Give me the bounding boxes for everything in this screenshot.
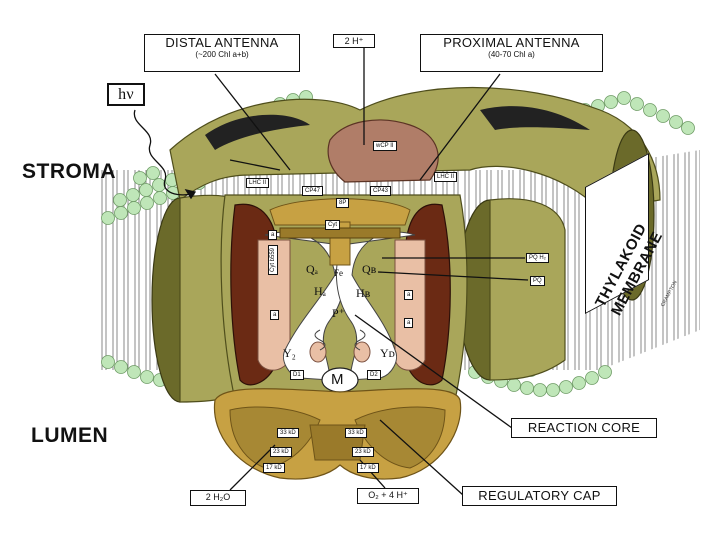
callout-lines — [214, 48, 529, 496]
water-text: 2 H₂O — [205, 492, 231, 502]
distal-leader-2 — [229, 159, 281, 171]
small-a-label: a — [268, 230, 278, 240]
ha-label: Hₐ — [314, 284, 326, 298]
qa-qb-bar — [279, 227, 401, 239]
distal-antenna-title: DISTAL ANTENNA — [165, 35, 279, 50]
yd-tyrosine — [353, 341, 371, 363]
top-proton-text: 2 H⁺ — [344, 36, 364, 46]
pqh2-label: PQ H₂ — [526, 253, 549, 263]
lumen-label: LUMEN — [31, 424, 109, 447]
distal-antenna-callout: DISTAL ANTENNA (~200 Chl a+b) — [144, 34, 300, 72]
small-d-label: a — [404, 318, 414, 328]
small-c-label: a — [404, 290, 414, 300]
distal-leader — [214, 73, 291, 171]
bp-label: 8P — [336, 198, 350, 208]
lhc2-right-label: LHC II — [434, 172, 458, 182]
proximal-leader — [419, 73, 501, 181]
lhc2-left-label: LHC II — [246, 178, 270, 188]
proximal-antenna — [327, 119, 439, 183]
core-spring-right — [354, 329, 366, 351]
ext33b-label: 33 kD — [345, 428, 367, 438]
proximal-antenna-title: PROXIMAL ANTENNA — [443, 35, 580, 50]
core-inner-peach-right — [394, 239, 426, 371]
yz-label: Y₂ — [283, 346, 296, 360]
oxygen-text: O₂ + 4 H⁺ — [368, 490, 408, 500]
cyt-b-dome — [269, 198, 411, 226]
m-label: M — [331, 371, 344, 388]
small-b-label: a — [270, 310, 280, 320]
fe-label: Fe — [334, 268, 343, 278]
regulatory-cap-callout: REGULATORY CAP — [462, 486, 617, 506]
ext17-label: 17 kD — [263, 463, 285, 473]
stroma-label: STROMA — [22, 160, 116, 183]
cp47-label: CP47 — [302, 186, 324, 196]
cyt-label: Cyt — [325, 220, 340, 230]
reaction-core-callout: REACTION CORE — [511, 418, 657, 438]
pq-label: PQ — [530, 276, 545, 286]
reaction-core-text: REACTION CORE — [527, 420, 641, 435]
hb-label: Hʙ — [356, 286, 371, 300]
pq-leader — [377, 271, 529, 281]
water-leader — [229, 444, 276, 491]
photon-squiggle — [133, 109, 196, 196]
yz-tyrosine — [309, 341, 327, 363]
photon-path — [133, 109, 197, 200]
ext23b-label: 23 kD — [352, 447, 374, 457]
antenna-dark-ridge-left — [205, 114, 310, 150]
ext33-label: 33 kD — [277, 428, 299, 438]
water-callout: 2 H₂O — [190, 490, 246, 506]
photon-arrowhead — [184, 189, 197, 200]
top-proton-callout: 2 H⁺ — [333, 34, 375, 48]
ext23-label: 23 kD — [270, 447, 292, 457]
cap-left-lobe — [229, 406, 321, 469]
proximal-antenna-callout: PROXIMAL ANTENNA (40-70 Chl a) — [420, 34, 603, 72]
antenna-cylinder-right-side — [489, 198, 566, 381]
distal-antenna-sub: (~200 Chl a+b) — [195, 50, 249, 59]
yd-label: Yᴅ — [380, 346, 395, 360]
antenna-dark-ridge-right — [480, 106, 590, 130]
d2-label: D2 — [367, 370, 381, 380]
p680-label: P⁺ — [332, 306, 346, 320]
core-spring-left — [314, 329, 326, 351]
hv-text: hν — [118, 86, 134, 103]
reaction-core-leader — [354, 314, 513, 429]
d1-label: D1 — [290, 370, 304, 380]
wcp2-label: wCP II — [373, 141, 397, 151]
proximal-antenna-sub: (40-70 Chl a) — [488, 50, 535, 59]
reaction-core-body — [220, 194, 468, 401]
regulatory-cap — [213, 388, 462, 480]
cyt559-label: Cyt b559 — [268, 244, 279, 276]
proximal-mound — [327, 119, 439, 183]
cp43-label: CP43 — [370, 186, 392, 196]
oxygen-callout: O₂ + 4 H⁺ — [357, 488, 419, 504]
ext17b-label: 17 kD — [357, 463, 379, 473]
qb-label: Qʙ — [362, 262, 377, 276]
regulatory-cap-leader — [379, 419, 464, 496]
qa-label: Qₐ — [306, 262, 318, 276]
regulatory-cap-text: REGULATORY CAP — [478, 488, 601, 503]
hv-callout: hν — [107, 83, 145, 106]
